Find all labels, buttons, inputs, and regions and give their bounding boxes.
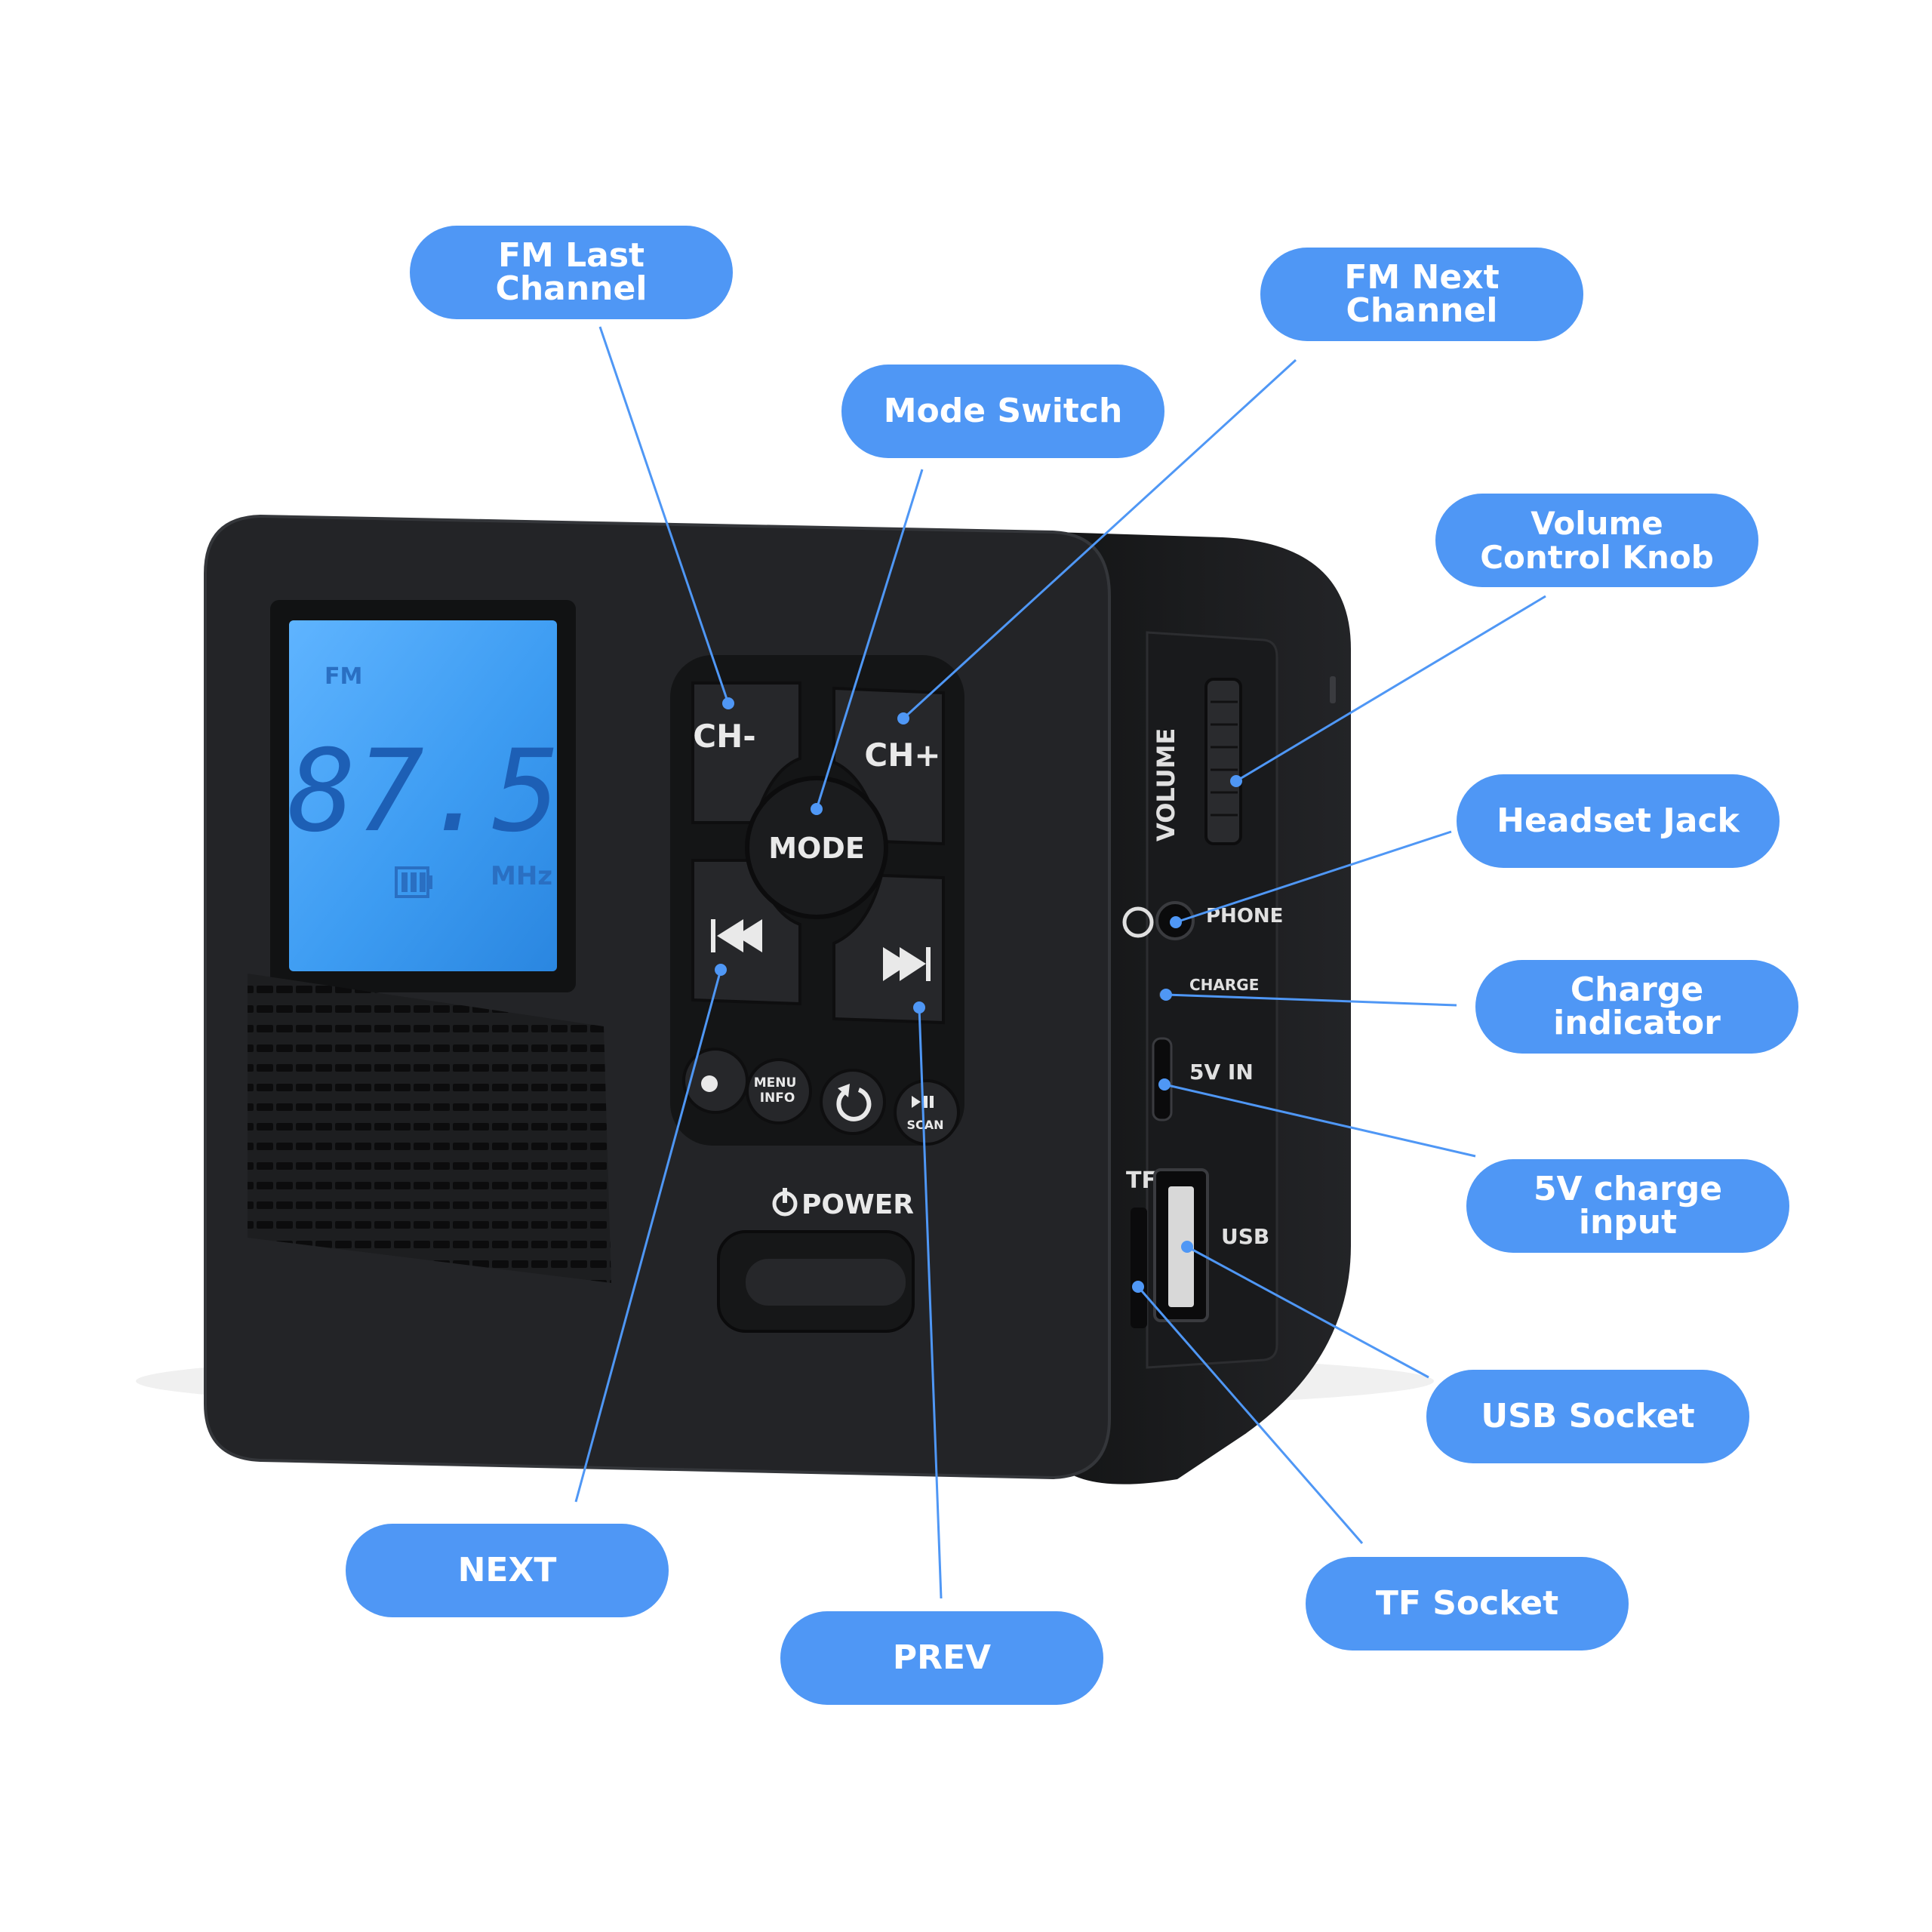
mode-button[interactable]: MODE <box>745 776 888 919</box>
play-scan-button[interactable]: SCAN <box>894 1079 960 1146</box>
leader-volume-control-knob <box>1235 595 1546 783</box>
power-button[interactable] <box>717 1230 915 1333</box>
volume-knob-ridges <box>1211 700 1238 817</box>
power-label-group: POWER <box>772 1188 914 1220</box>
lcd-screen <box>289 620 557 971</box>
ch-plus-button[interactable]: CH+ <box>832 686 945 846</box>
menu-info-button[interactable]: MENU INFO <box>746 1058 812 1124</box>
next-icon <box>883 947 931 981</box>
headphone-icon <box>1122 906 1154 938</box>
leader-charge-indicator <box>1165 993 1457 1007</box>
leader-dot-usb-socket <box>1181 1241 1193 1253</box>
leader-fm-next-channel <box>902 358 1297 720</box>
leader-dot-fm-next-channel <box>897 712 909 724</box>
leader-dot-volume-control-knob <box>1230 775 1242 787</box>
device-front-rim <box>204 514 1111 1480</box>
light-icon <box>701 1075 718 1092</box>
prev-icon <box>711 919 762 952</box>
callout-volume-control-knob: Volume Control Knob <box>1435 494 1758 587</box>
leader-next <box>574 969 722 1503</box>
light-button[interactable] <box>682 1048 749 1114</box>
callout-usb-socket: USB Socket <box>1426 1370 1749 1463</box>
callout-charge-indicator: Charge indicator <box>1475 960 1798 1054</box>
lcd-unit: MHz <box>491 861 552 891</box>
leader-headset-jack <box>1175 830 1452 924</box>
menu-label: MENU <box>754 1075 797 1091</box>
volume-side-label: VOLUME <box>1152 728 1180 841</box>
leader-5v-charge-input <box>1164 1083 1476 1158</box>
leader-mode-switch <box>815 469 924 810</box>
five-v-in-side-label: 5V IN <box>1189 1060 1254 1084</box>
ch-minus-button[interactable]: CH- <box>691 681 801 824</box>
callout-fm-last-channel: FM Last Channel <box>410 226 733 319</box>
scan-label: SCAN <box>906 1118 943 1132</box>
menu-info-label: MENU INFO <box>754 1075 801 1106</box>
info-label: INFO <box>760 1091 795 1106</box>
leader-dot-tf-socket <box>1132 1281 1144 1293</box>
callout-mode-switch: Mode Switch <box>841 365 1164 458</box>
lcd-band-label: FM <box>325 663 362 690</box>
leader-dot-headset-jack <box>1170 916 1182 928</box>
power-label: POWER <box>801 1189 914 1220</box>
callout-next: NEXT <box>346 1524 669 1617</box>
leader-dot-fm-last-channel <box>722 697 734 709</box>
ch-minus-label: CH- <box>693 718 755 755</box>
leader-dot-next <box>715 964 727 976</box>
side-slot-mark <box>1330 676 1336 703</box>
leader-dot-mode-switch <box>811 803 823 815</box>
lcd-battery-icon <box>395 866 432 898</box>
volume-knob[interactable] <box>1204 678 1242 845</box>
leader-usb-socket <box>1186 1245 1429 1379</box>
speaker-grill <box>248 974 611 1283</box>
leader-fm-last-channel <box>598 326 730 704</box>
leader-tf-socket <box>1137 1286 1364 1544</box>
leader-prev <box>918 1007 943 1599</box>
leader-dot-charge-indicator <box>1160 989 1172 1001</box>
tf-card-slot[interactable] <box>1131 1208 1147 1328</box>
mode-label: MODE <box>768 832 865 865</box>
callout-tf-socket: TF Socket <box>1306 1557 1629 1651</box>
callout-headset-jack: Headset Jack <box>1457 774 1780 868</box>
leader-dot-5v-charge-input <box>1158 1078 1171 1091</box>
back-button[interactable] <box>820 1069 886 1135</box>
back-arrow-icon <box>836 1088 872 1121</box>
ch-plus-label: CH+ <box>864 737 940 774</box>
callout-prev: PREV <box>780 1611 1103 1705</box>
lcd-frequency: 87.5 <box>288 726 560 857</box>
callout-5v-charge-input: 5V charge input <box>1466 1159 1789 1253</box>
next-button[interactable] <box>832 873 945 1025</box>
usb-side-label: USB <box>1221 1224 1269 1249</box>
callout-fm-next-channel: FM Next Channel <box>1260 248 1583 341</box>
leader-dot-prev <box>913 1001 925 1014</box>
charge-side-label: CHARGE <box>1189 976 1259 994</box>
tf-side-label: TF <box>1126 1168 1157 1194</box>
play-pause-icon <box>912 1096 934 1108</box>
